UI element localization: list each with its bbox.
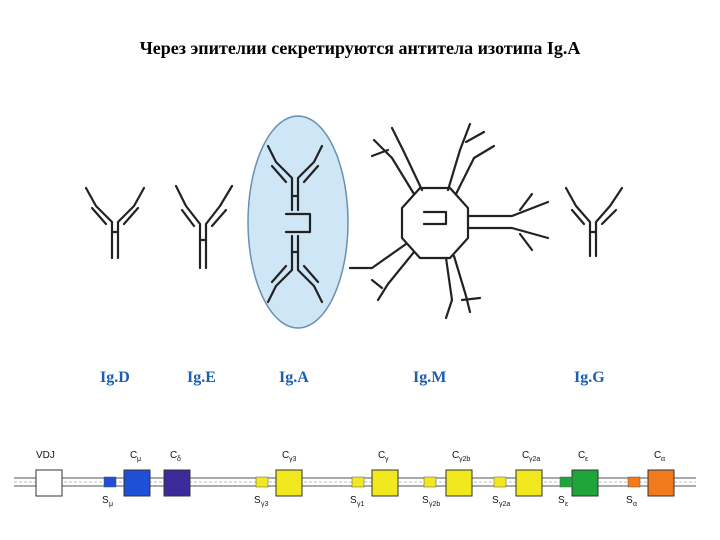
gene-segment-box: [445, 469, 473, 497]
switch-region-box: [255, 476, 269, 488]
isotype-label-ige: Ig.E: [187, 369, 216, 386]
ige-antibody: [174, 184, 234, 270]
gene-segment-sub: μ: [137, 456, 141, 463]
switch-region-sub: ε: [565, 501, 568, 508]
gene-segment-sub: γ2b: [459, 456, 470, 463]
switch-region-label: S: [422, 495, 429, 506]
gene-segment-sub: α: [661, 456, 665, 463]
gene-segment-label: C: [170, 450, 177, 461]
isotype-label-igg: Ig.G: [574, 369, 605, 386]
gene-segment-box: [515, 469, 543, 497]
switch-region-label: S: [492, 495, 499, 506]
switch-region-box: [559, 476, 573, 488]
gene-segment-sub: γ3: [289, 456, 297, 463]
gene-segment-label: C: [654, 450, 661, 461]
switch-region-sub: α: [633, 501, 637, 508]
switch-region-sub: γ3: [261, 501, 269, 508]
gene-segment-sub: δ: [177, 456, 181, 463]
switch-region-sub: γ2a: [499, 501, 510, 508]
switch-region-label: S: [254, 495, 261, 506]
switch-region-sub: μ: [109, 501, 113, 508]
isotype-label-iga: Ig.A: [279, 369, 309, 386]
gene-segment-sub: γ2a: [529, 456, 540, 463]
isotype-label-igm: Ig.M: [413, 369, 446, 386]
switch-region-label: S: [626, 495, 633, 506]
switch-region-label: S: [350, 495, 357, 506]
switch-region-box: [423, 476, 437, 488]
gene-segment-box: [35, 469, 63, 497]
switch-region-box: [627, 476, 641, 488]
gene-segment-label: C: [452, 450, 459, 461]
gene-segment-label: C: [522, 450, 529, 461]
switch-region-label: S: [558, 495, 565, 506]
switch-region-box: [351, 476, 365, 488]
iga-highlight: [247, 115, 349, 329]
switch-region-box: [493, 476, 507, 488]
gene-segment-label: C: [578, 450, 585, 461]
gene-segment-label: VDJ: [36, 450, 55, 461]
gene-segment-box: [647, 469, 675, 497]
igm-pentamer-antibody: [348, 122, 550, 320]
switch-region-sub: γ2b: [429, 501, 440, 508]
iga-dimer-antibody: [266, 144, 324, 304]
switch-region-label: S: [102, 495, 109, 506]
switch-region-box: [103, 476, 117, 488]
igd-antibody: [84, 186, 146, 260]
gene-segment-sub: ε: [585, 456, 588, 463]
gene-segment-label: C: [130, 450, 137, 461]
gene-segment-box: [123, 469, 151, 497]
gene-segment-box: [571, 469, 599, 497]
slide-title: Через эпителии секретируются антитела из…: [139, 38, 581, 58]
gene-segment-box: [371, 469, 399, 497]
isotype-label-igd: Ig.D: [100, 369, 130, 386]
gene-segment-box: [275, 469, 303, 497]
gene-segment-box: [163, 469, 191, 497]
gene-segment-label: C: [378, 450, 385, 461]
igg-antibody: [564, 186, 624, 258]
gene-segment-sub: γ: [385, 456, 389, 463]
gene-segment-0: VDJ: [35, 450, 63, 497]
switch-region-sub: γ1: [357, 501, 365, 508]
gene-segment-label: C: [282, 450, 289, 461]
